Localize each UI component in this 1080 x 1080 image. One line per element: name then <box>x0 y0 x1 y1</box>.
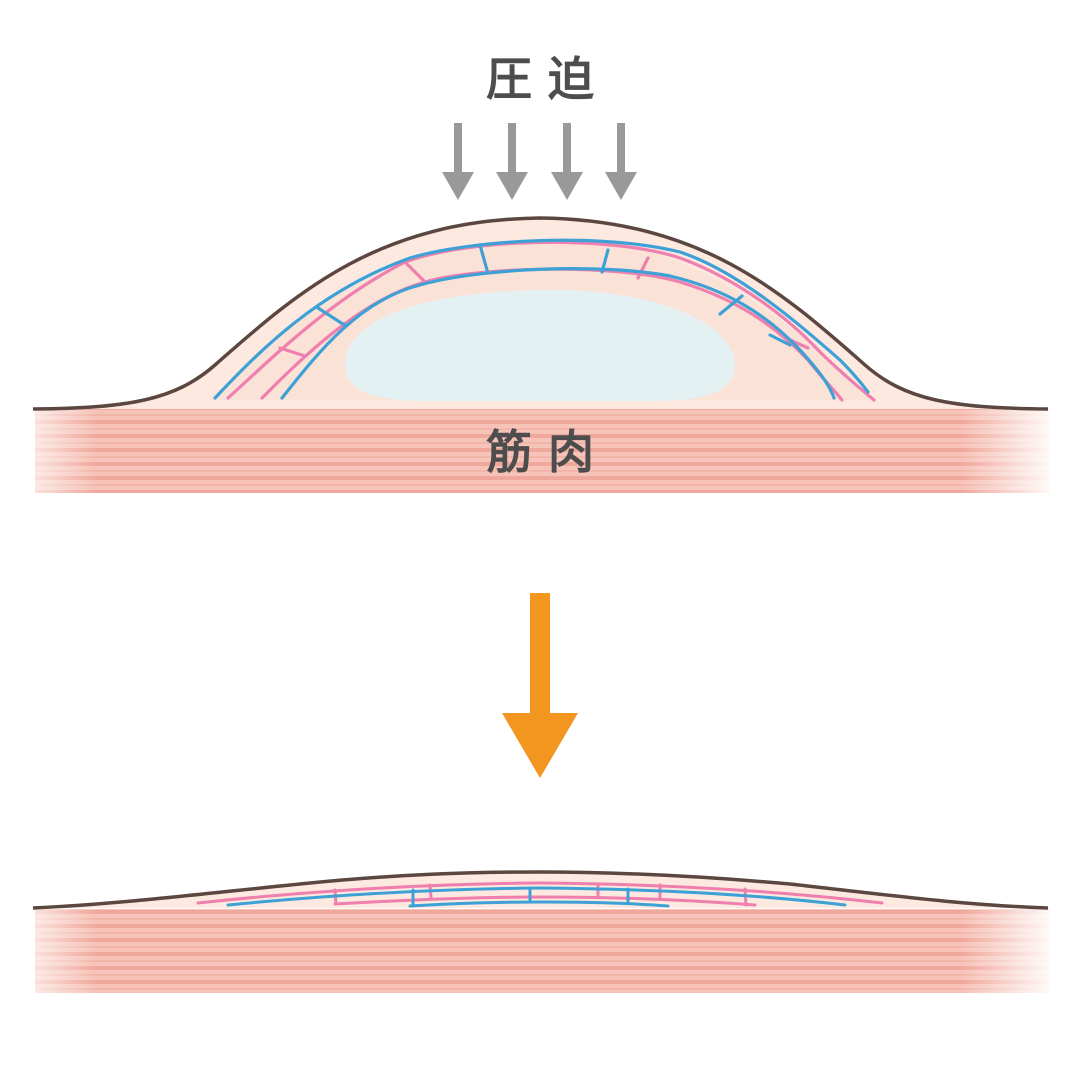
fluid-pocket <box>345 289 735 401</box>
down-arrow-icon <box>502 593 578 778</box>
down-arrow-icon <box>605 123 637 200</box>
down-arrow-icon <box>442 123 474 200</box>
flattened-skin-outline <box>32 870 1049 910</box>
flattened-vessels-blue <box>226 886 847 908</box>
after-compression-panel <box>32 870 1050 993</box>
down-arrow-icon <box>496 123 528 200</box>
pressure-label: 圧 迫 <box>486 52 594 106</box>
blood-vessels-blue <box>213 238 870 400</box>
pressure-arrows <box>442 123 637 200</box>
skin-outline <box>32 216 1049 411</box>
muscle-label: 筋 肉 <box>486 425 594 479</box>
before-compression-panel: 圧 迫 <box>32 52 1050 493</box>
muscle-layer-top <box>35 409 1050 493</box>
muscle-layer-bottom <box>35 909 1050 993</box>
down-arrow-icon <box>551 123 583 200</box>
